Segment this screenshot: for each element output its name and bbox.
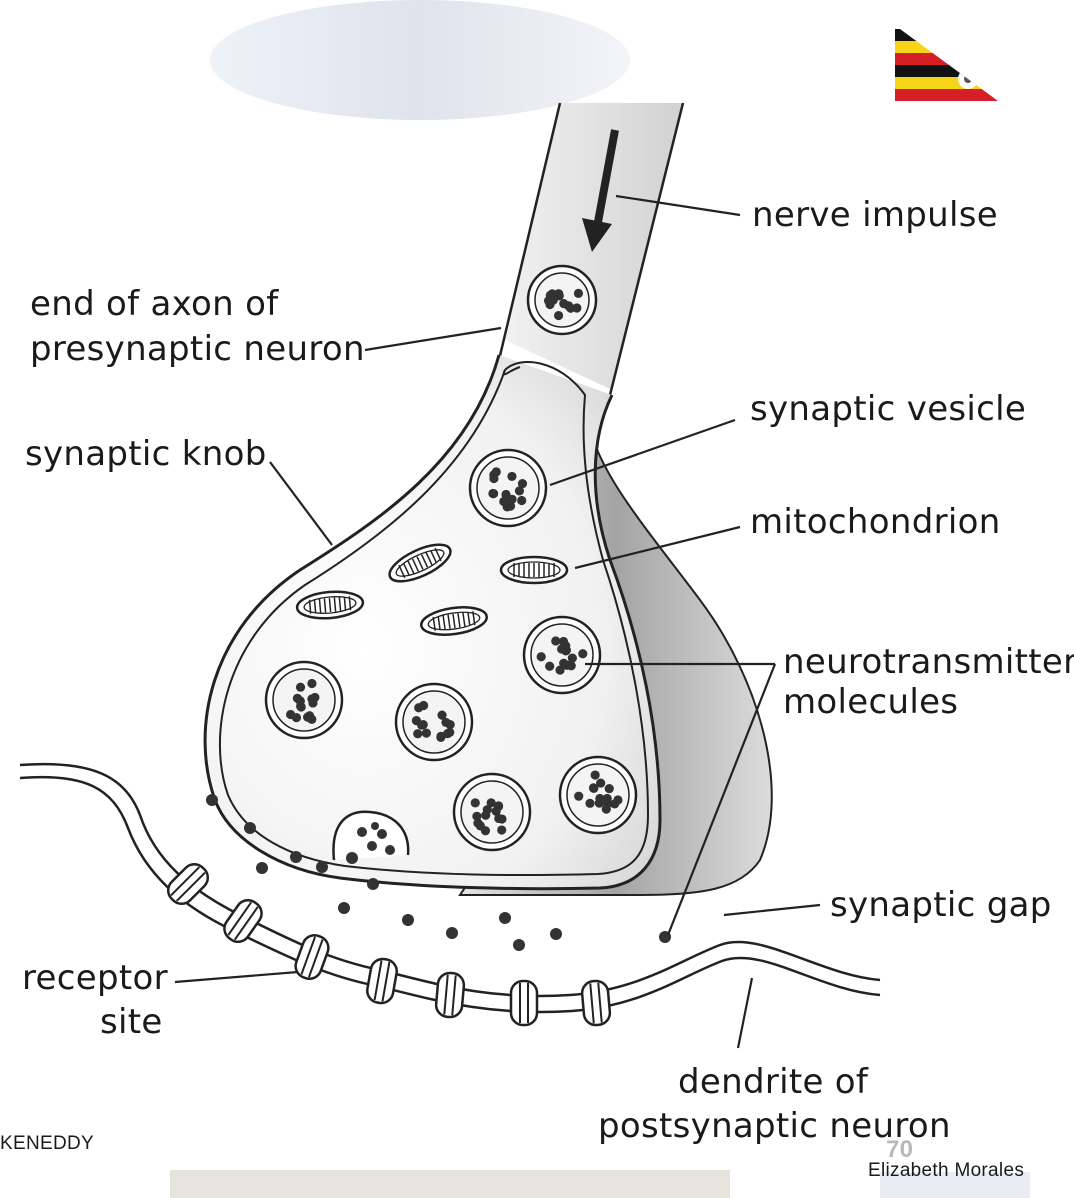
receptor xyxy=(365,957,398,1005)
vesicle xyxy=(266,662,342,738)
label-synaptic-knob: synaptic knob xyxy=(25,432,267,476)
molecule xyxy=(290,851,302,863)
label-synaptic-vesicle: synaptic vesicle xyxy=(750,387,1026,431)
label-neurotransmitter-2: molecules xyxy=(783,680,958,724)
label-receptor-2: site xyxy=(100,1000,163,1044)
footer-left-text: KENEDDY xyxy=(0,1133,94,1155)
molecule xyxy=(367,878,379,890)
molecule xyxy=(338,902,350,914)
label-end-of-axon-2: presynaptic neuron xyxy=(30,327,365,371)
vesicle xyxy=(470,450,546,526)
label-neurotransmitter-1: neurotransmitter xyxy=(783,640,1074,684)
label-end-of-axon-1: end of axon of xyxy=(30,282,278,326)
vesicle xyxy=(396,684,472,760)
molecule xyxy=(499,912,511,924)
footer-author: Elizabeth Morales xyxy=(868,1160,1024,1182)
mitochondrion xyxy=(501,557,567,583)
molecule xyxy=(316,861,328,873)
vesicle xyxy=(454,774,530,850)
receptor xyxy=(435,972,465,1018)
receptor xyxy=(581,980,611,1026)
molecule xyxy=(402,914,414,926)
molecule xyxy=(244,822,256,834)
vesicle-axon xyxy=(528,266,596,334)
label-nerve-impulse: nerve impulse xyxy=(752,193,998,237)
molecule xyxy=(550,928,562,940)
label-dendrite-1: dendrite of xyxy=(678,1060,868,1104)
label-receptor-1: receptor xyxy=(22,956,168,1000)
molecule xyxy=(206,794,218,806)
receptor xyxy=(220,896,267,947)
receptor xyxy=(511,981,537,1025)
label-mitochondrion: mitochondrion xyxy=(750,500,1001,544)
label-synaptic-gap: synaptic gap xyxy=(830,883,1052,927)
vesicle xyxy=(524,617,600,693)
vesicle xyxy=(560,757,636,833)
uganda-flag-icon xyxy=(895,29,1000,101)
molecule xyxy=(256,862,268,874)
receptor xyxy=(292,932,331,982)
molecule xyxy=(346,852,358,864)
molecule xyxy=(446,927,458,939)
molecule xyxy=(513,939,525,951)
